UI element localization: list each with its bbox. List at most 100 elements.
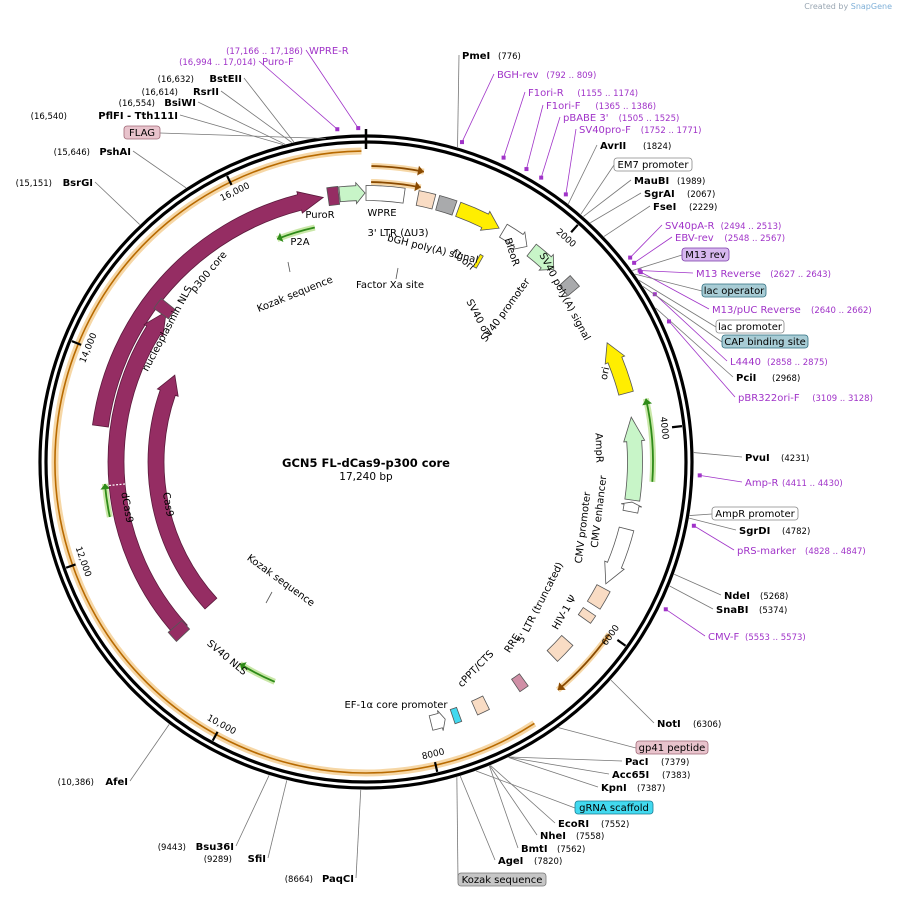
box-label: Kozak sequence: [462, 875, 543, 886]
primer-label: BGH-rev: [497, 70, 539, 81]
primer-coord: (5553 .. 5573): [745, 633, 806, 643]
site-leader: [610, 679, 655, 724]
site-leader: [235, 775, 270, 847]
feature-label: Cas9: [160, 491, 175, 517]
primer-coord: (1752 .. 1771): [641, 126, 702, 136]
site-leader: [220, 90, 293, 143]
feature-label: CMV enhancer: [590, 474, 610, 548]
site-coord: (16,554): [119, 99, 155, 109]
site-avrii-label: AvrII: [600, 141, 626, 152]
site-agei-label: AgeI: [498, 856, 523, 867]
primer-label: M13/pUC Reverse: [712, 305, 801, 316]
site-leader: [459, 776, 496, 861]
site-leader: [243, 77, 295, 143]
watermark-text: Created by: [804, 2, 849, 11]
primer-leader: [693, 525, 735, 551]
site-label: AfeI: [105, 777, 128, 788]
site-pcii-label: PciI: [736, 373, 756, 384]
site-leader: [490, 765, 556, 824]
site-label: RsrII: [193, 87, 219, 98]
site-leader: [197, 101, 286, 145]
primer-leader: [258, 60, 338, 130]
puror-arrow: [338, 181, 366, 205]
site-leader: [603, 205, 651, 237]
feature-label: Kozak sequence: [256, 274, 335, 314]
wpre-block: [365, 185, 406, 204]
site-pmei-label: PmeI: [462, 51, 490, 62]
site-leader: [132, 150, 187, 189]
grna-scaffold-block: [449, 706, 463, 725]
primer-leader: [699, 474, 743, 483]
site-coord: (7383): [662, 771, 690, 781]
site-leader: [590, 192, 642, 224]
primer-coord: (4411 .. 4430): [782, 479, 843, 489]
site-label: PflFI - Tth111I: [98, 111, 178, 122]
tick-mark: [211, 731, 219, 742]
tick-mark: [616, 639, 627, 647]
feature-leader: [395, 267, 399, 280]
box-leader: [558, 727, 637, 749]
primer-coord: (2494 .. 2513): [721, 222, 782, 232]
dcas9-arrow: [107, 310, 188, 637]
label-box: [457, 872, 547, 887]
hiv-psi-block: [577, 607, 597, 624]
primer-leader: [540, 116, 561, 178]
site-coord: (9443): [158, 843, 186, 853]
box-leader: [642, 286, 723, 343]
site-coord: (16,540): [31, 112, 67, 122]
box-label: EM7 promoter: [618, 160, 690, 171]
f1-ori-arrow: [455, 201, 500, 231]
site-acc65i-label: Acc65I: [612, 770, 649, 781]
tick-label: 4000: [657, 416, 670, 440]
sv40-nls-block: [167, 619, 191, 643]
site-leader: [488, 765, 519, 849]
backbone-ring: [38, 129, 694, 790]
primer-label: F1ori-R: [528, 88, 564, 99]
site-coord: (16,614): [142, 88, 178, 98]
site-coord: (8664): [285, 875, 313, 885]
label-box: [715, 319, 785, 334]
primer-coord: (17,166 .. 17,186): [226, 47, 303, 57]
primer-leader: [565, 128, 577, 195]
site-coord: (776): [498, 52, 521, 62]
plasmid-size: 17,240 bp: [339, 471, 393, 483]
site-ndei-label: NdeI: [724, 591, 750, 602]
orf-arrow-d-head: [557, 682, 566, 690]
snapgene-watermark: Created by SnapGene: [804, 2, 892, 11]
orf-arrow-b-head: [414, 181, 421, 192]
primer-coord: (3109 .. 3128): [812, 394, 873, 404]
primer-coord: (2548 .. 2567): [724, 234, 785, 244]
primer-coord: (1365 .. 1386): [595, 102, 656, 112]
site-coord: (7562): [557, 845, 585, 855]
primer-leader: [526, 104, 544, 170]
site-sgrai-label: SgrAI: [644, 189, 675, 200]
site-sgrdi-label: SgrDI: [739, 526, 770, 537]
primer-coord: (1505 .. 1525): [619, 114, 680, 124]
cppt-block: [471, 695, 490, 716]
orf-arrow-a-head: [417, 165, 424, 176]
plasmid-name: GCN5 FL-dCas9-p300 core: [282, 456, 450, 470]
ampr-arrow: [623, 416, 646, 502]
primer-leader: [639, 270, 694, 274]
primer-coord: (792 .. 809): [546, 71, 596, 81]
box-label: gRNA scaffold: [579, 803, 649, 814]
site-label: BsiWI: [164, 98, 196, 109]
primer-label: SV40pro-F: [579, 125, 631, 136]
tick-label: 6000: [601, 623, 623, 648]
primer-coord: (1155 .. 1174): [577, 89, 638, 99]
ori-arrow: [604, 342, 634, 396]
site-leader: [655, 307, 734, 378]
primer-leader: [633, 236, 673, 264]
tick-mark: [65, 563, 76, 569]
primer-coord: (2627 .. 2643): [770, 270, 831, 280]
label-box: [123, 125, 161, 140]
site-noti-label: NotI: [657, 719, 681, 730]
box-leader: [632, 254, 683, 271]
site-coord: (7820): [534, 857, 562, 867]
box-leader: [638, 280, 717, 328]
primer-label: pRS-marker: [737, 546, 797, 557]
site-leader: [267, 780, 288, 859]
site-leader: [457, 54, 460, 148]
ltr-block: [586, 584, 611, 610]
